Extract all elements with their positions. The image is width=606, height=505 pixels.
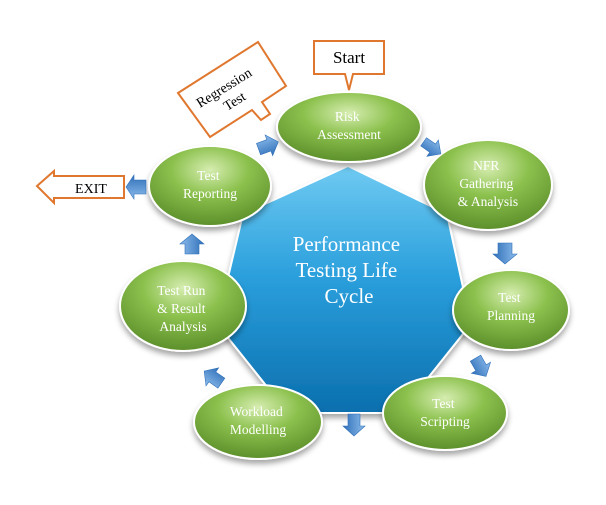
stage-label-line: Workload: [230, 404, 283, 419]
svg-text:Test Planning: Test Planning: [487, 290, 535, 323]
stage-nfr-gathering: NFR Gathering & Analysis: [423, 139, 553, 231]
stage-test-reporting: Test Reporting: [148, 145, 272, 227]
stage-label-line: Assessment: [317, 127, 381, 142]
svg-text:Test Run & Result: Test Run & Result Analysis: [157, 283, 209, 334]
flow-arrow-icon: [469, 354, 492, 377]
center-title-line-1: Performance: [293, 232, 400, 256]
stage-label-line: Modelling: [230, 422, 286, 437]
flow-arrow-icon: [342, 413, 366, 437]
stage-label-line: NFR: [473, 158, 499, 173]
stage-label-line: Reporting: [183, 186, 237, 201]
stage-test-scripting: Test Scripting: [382, 375, 508, 451]
flow-arrow-icon: [179, 233, 205, 255]
regression-test-callout: Regression Test: [176, 40, 288, 139]
svg-text:NFR Gathering & An: NFR Gathering & Analysis: [458, 158, 518, 209]
flow-arrow-icon: [492, 242, 518, 265]
flow-arrow-icon: [256, 134, 279, 157]
stage-test-run-result-analysis: Test Run & Result Analysis: [119, 260, 247, 352]
flow-arrow-icon: [125, 174, 147, 200]
stage-label-line: Risk: [335, 109, 360, 124]
stage-label-line: Scripting: [420, 414, 470, 429]
stage-label-line: Test: [498, 290, 521, 305]
start-label: Start: [333, 48, 365, 67]
stage-label-line: Analysis: [159, 319, 206, 334]
exit-callout: EXIT: [35, 168, 125, 206]
stage-label-line: Test: [432, 396, 455, 411]
svg-text:Performance Testing Life: Performance Testing Life Cycle: [293, 232, 406, 308]
start-callout: Start: [313, 40, 385, 91]
flow-arrow-icon: [420, 137, 442, 157]
center-heptagon: Performance Testing Life Cycle: [215, 164, 473, 414]
exit-label: EXIT: [75, 182, 107, 197]
center-title-line-3: Cycle: [325, 284, 374, 308]
center-title-line-2: Testing Life: [296, 258, 398, 282]
svg-text:Workload Modelling: Workload Modelling: [230, 404, 287, 437]
svg-text:Test Reporting: Test Reporting: [183, 168, 237, 201]
stage-test-planning: Test Planning: [452, 269, 570, 351]
stage-label-line: & Result: [157, 301, 206, 316]
svg-text:Test Scripting: Test Scripting: [420, 396, 470, 429]
stage-workload-modelling: Workload Modelling: [193, 384, 323, 460]
stage-label-line: Gathering: [459, 176, 513, 191]
stage-label-line: Test Run: [157, 283, 205, 298]
stage-risk-assessment: Risk Assessment: [276, 91, 422, 163]
svg-text:Risk Assessment: Risk Assessment: [317, 109, 381, 142]
flow-arrow-icon: [203, 367, 226, 389]
stage-label-line: Test: [197, 168, 220, 183]
stage-label-line: Planning: [487, 308, 535, 323]
stage-label-line: & Analysis: [458, 194, 518, 209]
